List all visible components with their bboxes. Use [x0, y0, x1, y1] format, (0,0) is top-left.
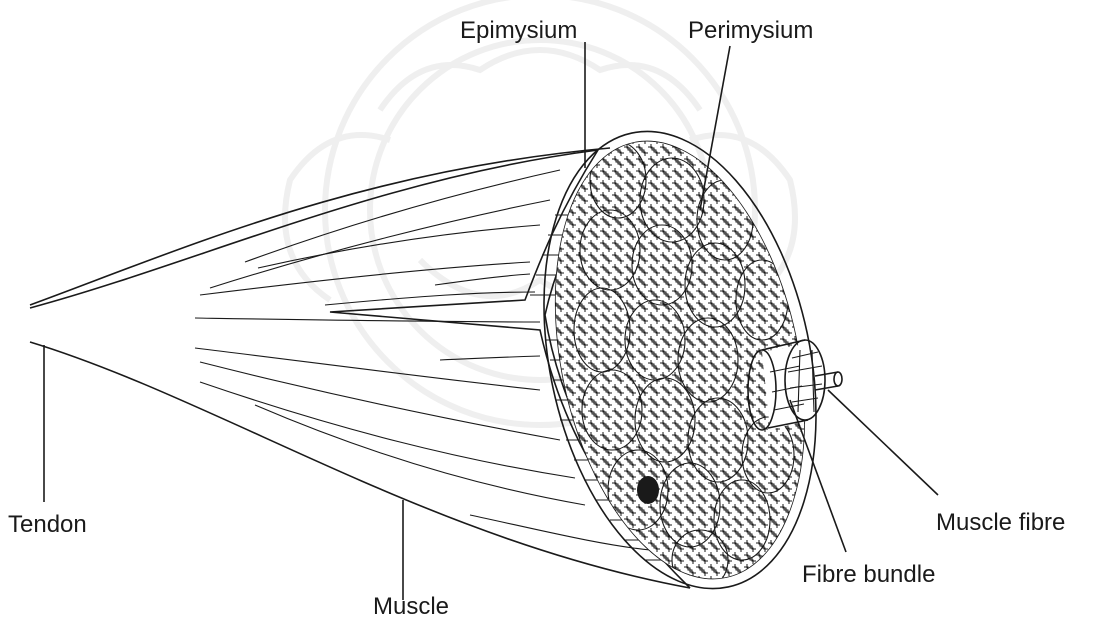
- leader-muscle-fibre: [828, 390, 938, 495]
- label-muscle-fibre: Muscle fibre: [936, 509, 1065, 536]
- label-tendon: Tendon: [8, 511, 87, 538]
- label-epimysium: Epimysium: [460, 17, 577, 44]
- label-fibre-bundle: Fibre bundle: [802, 561, 935, 588]
- blood-vessel: [637, 476, 659, 504]
- label-muscle: Muscle: [373, 593, 449, 620]
- label-perimysium: Perimysium: [688, 17, 813, 44]
- muscle-fibre-extract: [815, 372, 842, 390]
